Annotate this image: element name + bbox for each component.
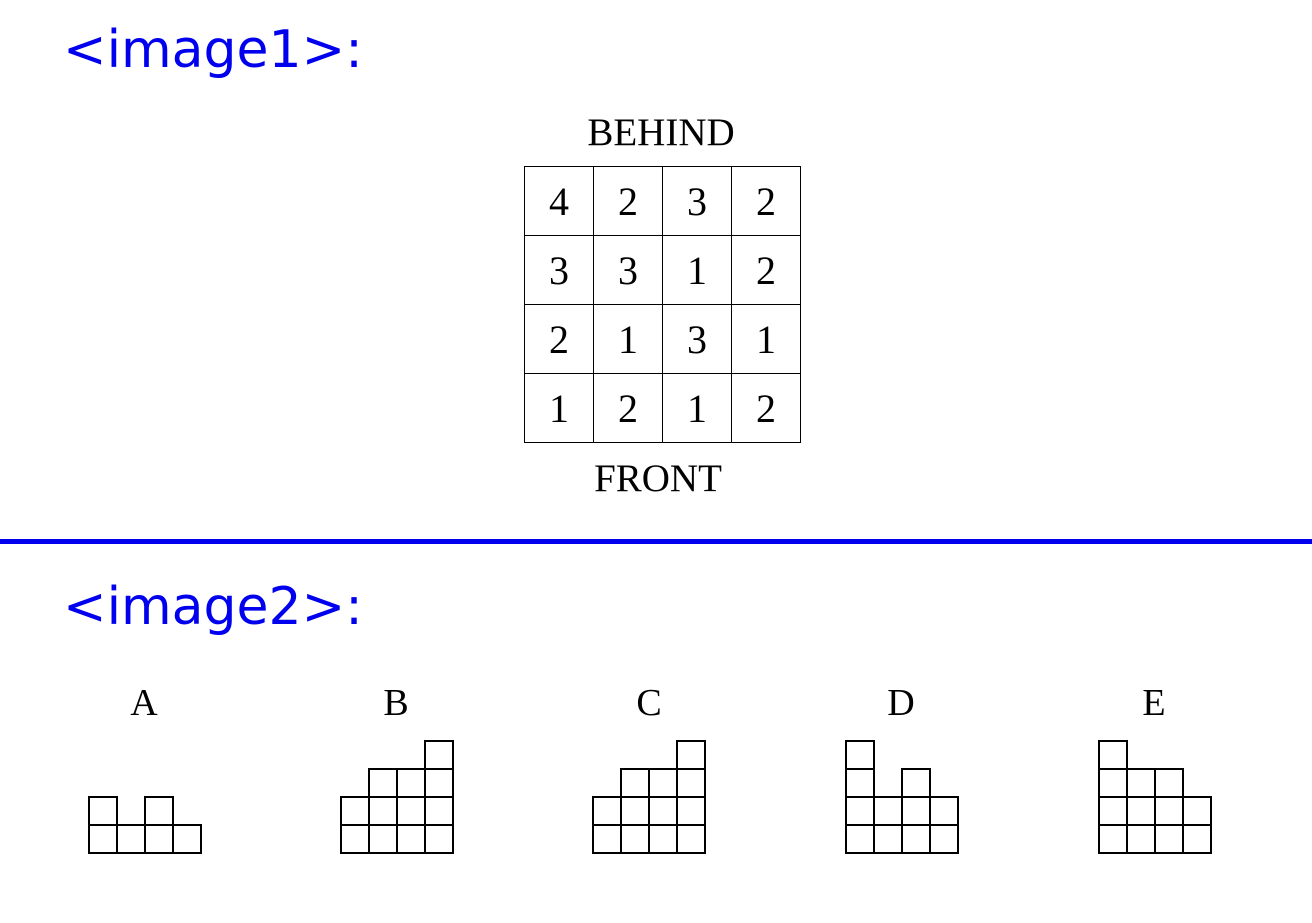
option-c-view [592, 740, 706, 854]
block-cell [620, 768, 650, 798]
grid-cell: 4 [524, 166, 594, 236]
grid-cell: 1 [593, 304, 663, 374]
option-a-view [88, 796, 202, 854]
block-cell [648, 768, 678, 798]
block-cell [676, 824, 706, 854]
block-cell [424, 768, 454, 798]
block-cell [340, 796, 370, 826]
block-cell [368, 768, 398, 798]
block-cell [340, 824, 370, 854]
option-e-letter: E [1142, 682, 1166, 724]
grid-row: 2 1 3 1 [524, 304, 801, 374]
block-cell [1126, 796, 1156, 826]
block-cell [396, 824, 426, 854]
option-b-view [340, 740, 454, 854]
grid-cell: 2 [731, 166, 801, 236]
grid-cell: 1 [731, 304, 801, 374]
option-e-view [1098, 740, 1212, 854]
block-cell [396, 768, 426, 798]
block-cell [1182, 796, 1212, 826]
block-cell [1154, 796, 1184, 826]
block-cell [1182, 824, 1212, 854]
grid-cell: 3 [662, 166, 732, 236]
block-cell [368, 824, 398, 854]
block-cell [845, 824, 875, 854]
block-cell [424, 740, 454, 770]
block-cell [873, 824, 903, 854]
block-cell [648, 796, 678, 826]
option-a-letter: A [130, 682, 158, 724]
behind-label: BEHIND [587, 111, 735, 154]
block-cell [1154, 768, 1184, 798]
grid-cell: 2 [731, 235, 801, 305]
block-cell [676, 768, 706, 798]
block-cell [592, 824, 622, 854]
block-cell [845, 740, 875, 770]
block-cell [424, 824, 454, 854]
block-cell [648, 824, 678, 854]
height-grid: 4 2 3 2 3 3 1 2 2 1 3 1 1 2 1 2 [524, 166, 801, 443]
option-d-letter: D [887, 682, 915, 724]
block-cell [901, 796, 931, 826]
grid-cell: 3 [662, 304, 732, 374]
block-cell [845, 796, 875, 826]
block-cell [172, 824, 202, 854]
block-cell [1098, 824, 1128, 854]
section-divider [0, 539, 1312, 544]
block-cell [1098, 768, 1128, 798]
block-cell [620, 796, 650, 826]
block-cell [1126, 824, 1156, 854]
option-b-letter: B [383, 682, 409, 724]
block-cell [116, 824, 146, 854]
grid-cell: 1 [662, 373, 732, 443]
block-cell [1126, 768, 1156, 798]
grid-cell: 2 [593, 166, 663, 236]
block-cell [88, 796, 118, 826]
block-cell [1098, 796, 1128, 826]
block-cell [424, 796, 454, 826]
grid-row: 4 2 3 2 [524, 166, 801, 236]
block-cell [368, 796, 398, 826]
block-cell [929, 824, 959, 854]
front-label: FRONT [594, 457, 722, 500]
grid-row: 1 2 1 2 [524, 373, 801, 443]
grid-cell: 2 [593, 373, 663, 443]
block-cell [901, 768, 931, 798]
block-cell [88, 824, 118, 854]
option-c-letter: C [636, 682, 662, 724]
block-cell [676, 740, 706, 770]
image2-label: <image2>: [63, 577, 363, 637]
block-cell [396, 796, 426, 826]
block-cell [845, 768, 875, 798]
block-cell [144, 824, 174, 854]
block-cell [620, 824, 650, 854]
block-cell [1098, 740, 1128, 770]
block-cell [901, 824, 931, 854]
grid-cell: 2 [731, 373, 801, 443]
grid-cell: 1 [662, 235, 732, 305]
block-cell [144, 796, 174, 826]
block-cell [1154, 824, 1184, 854]
grid-row: 3 3 1 2 [524, 235, 801, 305]
grid-cell: 1 [524, 373, 594, 443]
image1-label: <image1>: [63, 20, 363, 80]
block-cell [873, 796, 903, 826]
grid-cell: 3 [593, 235, 663, 305]
block-cell [592, 796, 622, 826]
block-cell [676, 796, 706, 826]
grid-cell: 3 [524, 235, 594, 305]
block-cell [929, 796, 959, 826]
option-d-view [845, 740, 959, 854]
grid-cell: 2 [524, 304, 594, 374]
